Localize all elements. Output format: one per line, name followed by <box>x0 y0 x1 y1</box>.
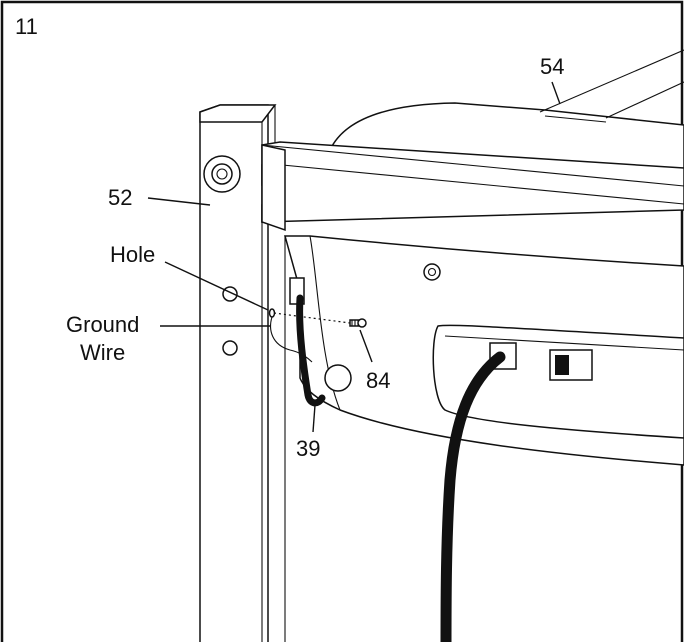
crossbar <box>261 141 684 642</box>
label-ground: Ground <box>66 312 139 337</box>
leader-39 <box>312 404 316 433</box>
ground-hole <box>268 308 276 318</box>
leader-54 <box>551 81 561 105</box>
screw-84 <box>349 318 367 328</box>
label-54: 54 <box>540 54 564 79</box>
step-number: 11 <box>15 14 38 39</box>
label-84: 84 <box>366 368 390 393</box>
power-cord <box>440 351 506 642</box>
upright-tube <box>199 104 277 642</box>
label-52: 52 <box>108 185 132 210</box>
leader-84 <box>359 329 373 363</box>
label-hole: Hole <box>110 242 155 267</box>
leader-52 <box>147 197 211 206</box>
leader-hole <box>164 261 269 311</box>
ground-wire-assembly <box>268 277 367 407</box>
label-wire: Wire <box>80 340 125 365</box>
label-39: 39 <box>296 436 320 461</box>
wire-39 <box>296 294 326 407</box>
